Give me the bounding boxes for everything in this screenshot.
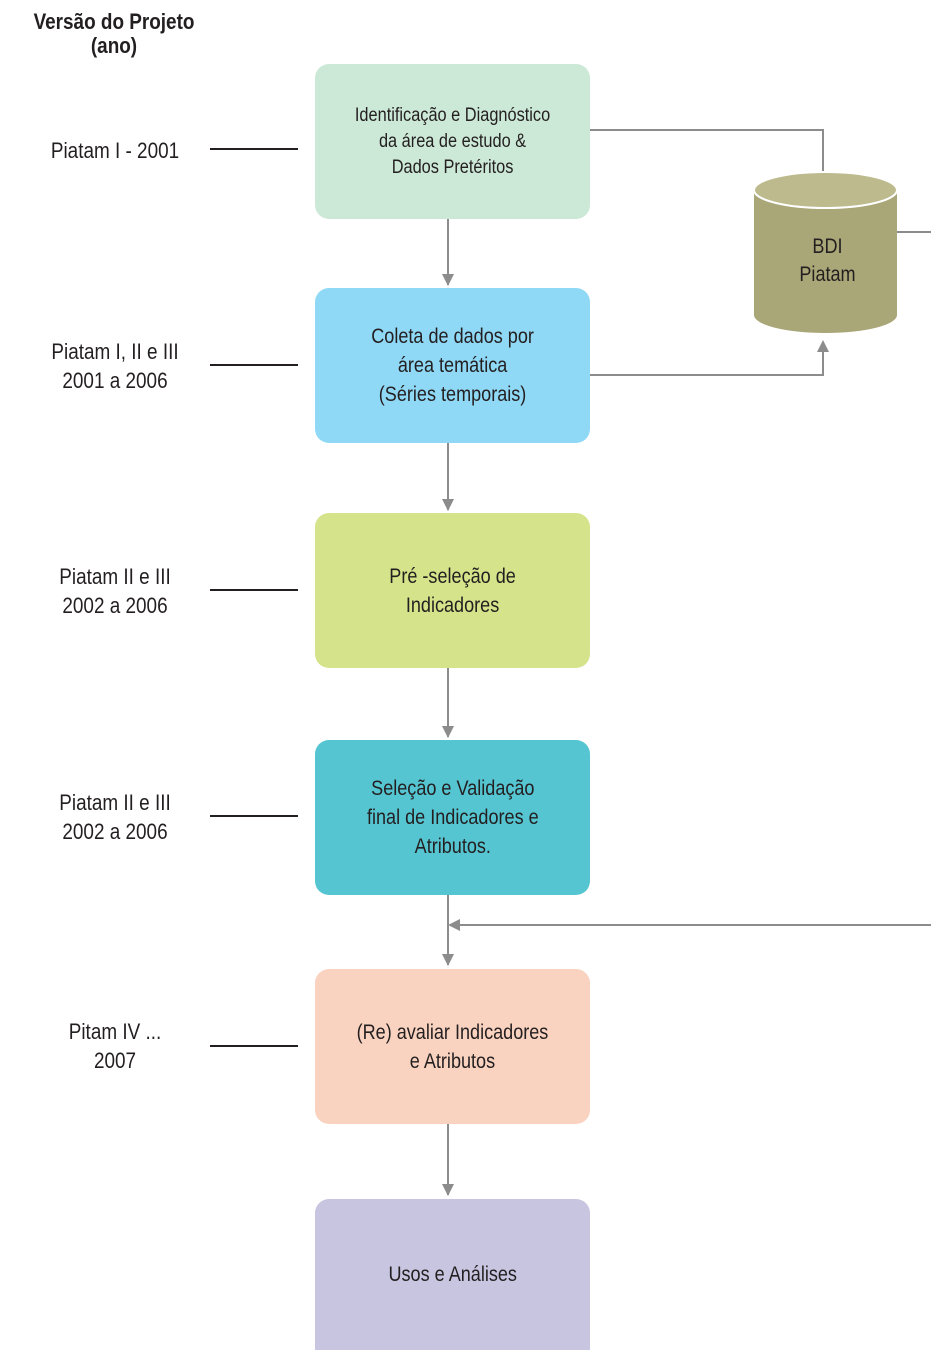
column-heading-line1: Versão do Projeto — [33, 9, 195, 34]
version-label-step1: Piatam I - 2001 — [33, 136, 196, 165]
column-heading-line2: (ano) — [90, 33, 138, 58]
version-label-step3-line1: Piatam II e III — [59, 564, 171, 589]
step3-text-line2: Indicadores — [405, 593, 500, 617]
step4-text-line1: Seleção e Validação — [370, 777, 535, 800]
step1-text-line2: da área de estudo & — [378, 130, 527, 152]
step6-text-line1: Usos e Análises — [388, 1263, 517, 1286]
version-label-step5-line1: Pitam IV ... — [68, 1019, 162, 1044]
version-label-step3: Piatam II e III 2002 a 2006 — [33, 562, 196, 620]
step1-text-line1: Identificação e Diagnóstico — [354, 104, 551, 126]
version-label-step5-line2: 2007 — [93, 1048, 137, 1073]
step-box-pre-selecao: Pré -seleção de Indicadores — [315, 513, 590, 668]
connector-line-step5 — [210, 1045, 298, 1047]
step2-text-line2: área temática — [397, 354, 508, 377]
step3-text-line1: Pré -seleção de — [389, 564, 516, 588]
arrowhead-step2-to-database — [817, 340, 829, 352]
flow-arrowhead-1-2 — [442, 274, 454, 286]
connector-line-step1 — [210, 148, 298, 150]
step-box-selecao-validacao: Seleção e Validação final de Indicadores… — [315, 740, 590, 895]
step-box-coleta: Coleta de dados por área temática (Série… — [315, 288, 590, 443]
step5-text-line2: e Atributos — [409, 1049, 496, 1073]
step2-text-line3: (Séries temporais) — [378, 383, 527, 406]
database-label-line1: BDI — [812, 235, 843, 258]
version-label-step1-line1: Piatam I - 2001 — [50, 138, 180, 163]
step-box-reavaliar: (Re) avaliar Indicadores e Atributos — [315, 969, 590, 1124]
feedback-return-arrowhead — [448, 919, 460, 931]
connector-line-step4 — [210, 815, 298, 817]
flow-arrowhead-2-3 — [442, 499, 454, 511]
step2-text-line1: Coleta de dados por — [371, 325, 534, 348]
version-label-step5: Pitam IV ... 2007 — [33, 1017, 196, 1075]
database-cylinder-icon — [753, 171, 898, 333]
connector-line-step3 — [210, 589, 298, 591]
step-box-identificacao: Identificação e Diagnóstico da área de e… — [315, 64, 590, 219]
arrow-step2-to-database — [590, 348, 824, 376]
version-label-step4-line1: Piatam II e III — [59, 790, 171, 815]
step1-text-line3: Dados Pretéritos — [391, 156, 514, 178]
flow-arrowhead-3-4 — [442, 726, 454, 738]
database-label-line2: Piatam — [799, 263, 856, 286]
version-label-step4: Piatam II e III 2002 a 2006 — [33, 788, 196, 846]
version-label-step2-line1: Piatam I, II e III — [51, 339, 179, 364]
arrow-step1-to-database — [590, 129, 824, 176]
step4-text-line2: final de Indicadores e — [366, 806, 539, 829]
connector-line-step2 — [210, 364, 298, 366]
flow-arrowhead-5-6 — [442, 1184, 454, 1196]
version-label-step3-line2: 2002 a 2006 — [62, 593, 168, 618]
version-label-step4-line2: 2002 a 2006 — [62, 819, 168, 844]
step4-text-line3: Atributos. — [414, 835, 491, 858]
step5-text-line1: (Re) avaliar Indicadores — [356, 1020, 549, 1044]
version-label-step2-line2: 2001 a 2006 — [62, 368, 168, 393]
flow-arrowhead-4-5 — [442, 954, 454, 966]
column-heading: Versão do Projeto (ano) — [23, 10, 205, 58]
version-label-step2: Piatam I, II e III 2001 a 2006 — [33, 337, 196, 395]
database-label: BDI Piatam — [769, 233, 885, 289]
step-box-usos-analises: Usos e Análises — [315, 1199, 590, 1350]
